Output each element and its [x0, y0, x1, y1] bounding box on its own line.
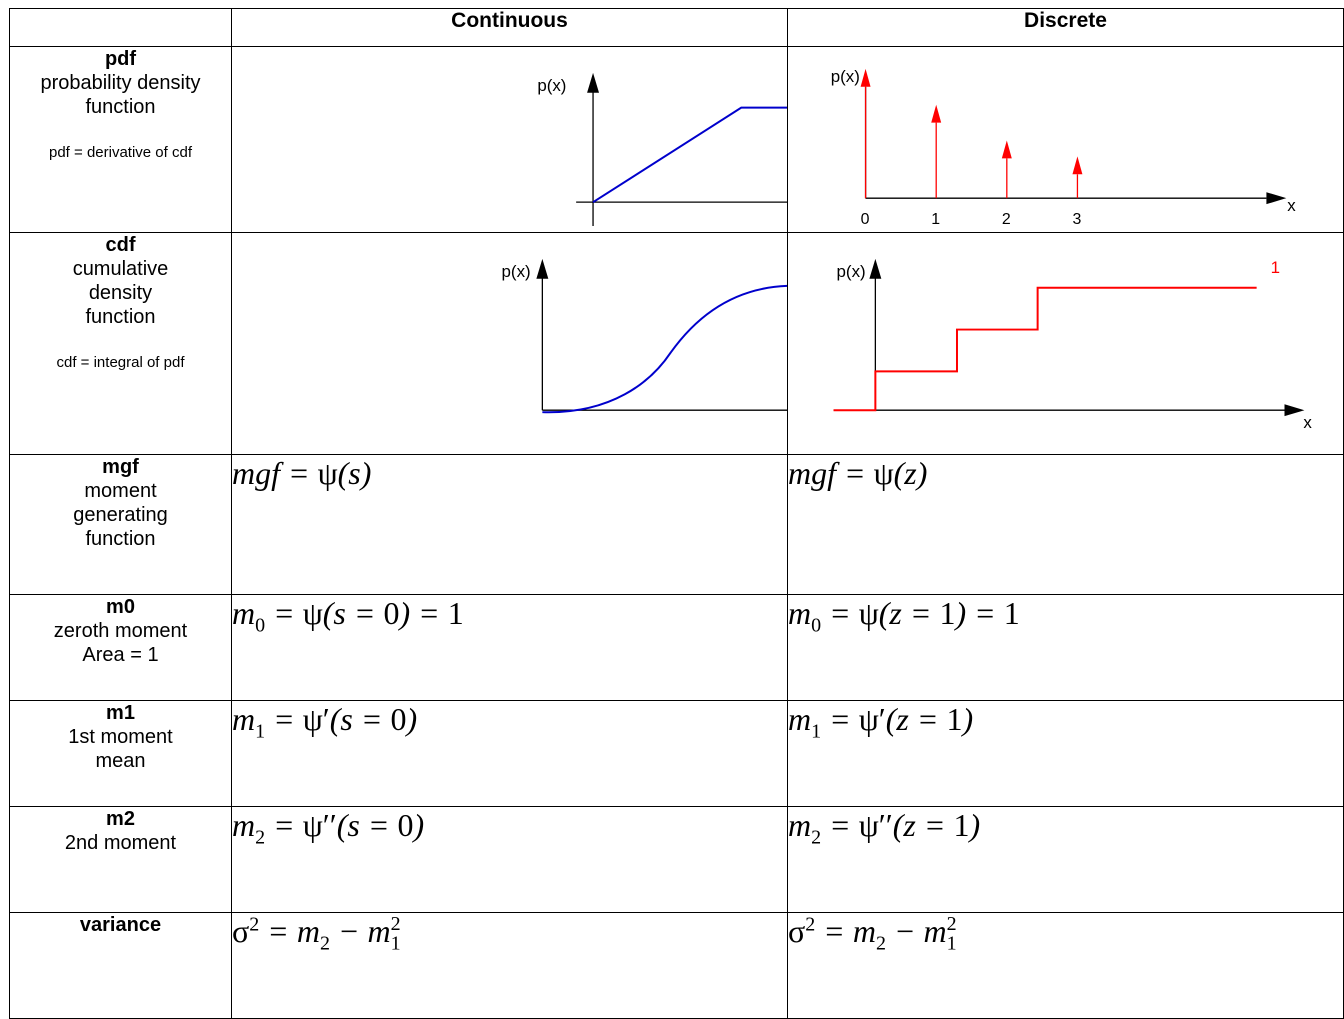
y-axis-label: p(x) [537, 76, 566, 95]
m0-discrete-formula: m0 = ψ(z = 1) = 1 [788, 595, 1020, 637]
mgf-description: moment generating function [73, 480, 168, 550]
m0-continuous-formula: m0 = ψ(s = 0) = 1 [232, 595, 464, 637]
pdf-description: probability density function [40, 72, 201, 118]
x-axis-label: x [1287, 196, 1296, 215]
pdf-continuous-cell: p(x) x [231, 46, 788, 233]
impulse-1-arrow [931, 104, 942, 123]
m0-description: zeroth moment [53, 620, 188, 642]
cdf-label-cell: cdf cumulative density function cdf = in… [9, 232, 232, 455]
cdf-discrete-plot: p(x) x 1 [833, 258, 1312, 432]
impulse-0-arrow [860, 68, 871, 87]
m0-row: m0 zeroth moment Area = 1 m0 = ψ(s = 0) … [9, 594, 1344, 701]
mgf-continuous-formula: mgf = ψ(s) [232, 455, 372, 491]
x-axis-arrow [1284, 404, 1305, 417]
cdf-note: cdf = integral of pdf [56, 354, 185, 371]
cdf-continuous-cell: p(x) x 1 [231, 232, 788, 455]
m1-discrete-cell: m1 = ψ′(z = 1) [787, 700, 1344, 807]
mgf-continuous-cell: mgf = ψ(s) [231, 454, 788, 595]
m1-row: m1 1st moment mean m1 = ψ′(s = 0) m1 = ψ… [9, 700, 1344, 807]
m1-discrete-formula: m1 = ψ′(z = 1) [788, 701, 974, 743]
x-axis-label: x [1303, 413, 1312, 432]
impulses [860, 68, 1083, 199]
header-discrete: Discrete [787, 8, 1344, 47]
tick-label-2: 2 [1002, 211, 1011, 228]
m0-discrete-cell: m0 = ψ(z = 1) = 1 [787, 594, 1344, 701]
m2-description: 2nd moment [64, 832, 177, 854]
m1-name: m1 [106, 702, 135, 724]
mgf-name: mgf [102, 456, 139, 478]
pdf-curve [592, 106, 787, 203]
pdf-discrete-plot: p(x) x 0 1 2 3 [831, 67, 1297, 228]
variance-continuous-cell: σ2 = m2 − m12 [231, 912, 788, 1019]
m0-continuous-cell: m0 = ψ(s = 0) = 1 [231, 594, 788, 701]
tick-label-3: 3 [1072, 211, 1081, 228]
x-axis-arrow [1266, 192, 1287, 205]
variance-name: variance [79, 914, 162, 936]
pdf-discrete-cell: p(x) x 0 1 2 3 [787, 46, 1344, 233]
y-axis-label: p(x) [837, 262, 866, 281]
y-axis-arrow [587, 72, 600, 93]
m2-label-cell: m2 2nd moment [9, 806, 232, 913]
cdf-row: cdf cumulative density function cdf = in… [9, 232, 1344, 455]
pdf-label-cell: pdf probability density function pdf = d… [9, 46, 232, 233]
header-row: Continuous Discrete [9, 8, 1344, 47]
m1-continuous-formula: m1 = ψ′(s = 0) [232, 701, 418, 743]
pdf-note: pdf = derivative of cdf [49, 144, 192, 161]
cdf-description: cumulative density function [72, 258, 169, 328]
m2-name: m2 [106, 808, 135, 830]
variance-label-cell: variance [9, 912, 232, 1019]
m0-label-cell: m0 zeroth moment Area = 1 [9, 594, 232, 701]
m2-continuous-formula: m2 = ψ′′(s = 0) [232, 807, 425, 849]
y-axis-label: p(x) [831, 67, 860, 86]
cdf-name: cdf [105, 234, 136, 256]
mgf-label-cell: mgf moment generating function [9, 454, 232, 595]
m2-discrete-formula: m2 = ψ′′(z = 1) [788, 807, 981, 849]
mgf-discrete-cell: mgf = ψ(z) [787, 454, 1344, 595]
y-axis-arrow [869, 258, 882, 279]
m1-description: 1st moment [68, 726, 173, 748]
m2-row: m2 2nd moment m2 = ψ′′(s = 0) m2 = ψ′′(z… [9, 806, 1344, 913]
m1-label-cell: m1 1st moment mean [9, 700, 232, 807]
cdf-curve [542, 284, 787, 414]
cdf-continuous-plot: p(x) x 1 [502, 258, 787, 414]
variance-row: variance σ2 = m2 − m12 σ2 = m2 − m12 [9, 912, 1344, 1019]
cdf-discrete-cell: p(x) x 1 [787, 232, 1344, 455]
header-continuous: Continuous [231, 8, 788, 47]
m1-continuous-cell: m1 = ψ′(s = 0) [231, 700, 788, 807]
m0-description-2: Area = 1 [82, 644, 159, 666]
variance-discrete-formula: σ2 = m2 − m12 [788, 913, 957, 955]
m1-description-2: mean [95, 750, 146, 772]
tick-label-1: 1 [931, 211, 940, 228]
m2-continuous-cell: m2 = ψ′′(s = 0) [231, 806, 788, 913]
m2-discrete-cell: m2 = ψ′′(z = 1) [787, 806, 1344, 913]
impulse-3-arrow [1072, 156, 1083, 175]
pdf-name: pdf [104, 48, 137, 70]
pdf-row: pdf probability density function pdf = d… [9, 46, 1344, 233]
y-axis-label: p(x) [502, 262, 531, 281]
corner-cell [9, 8, 232, 47]
distribution-comparison-table: Continuous Discrete pdf probability dens… [9, 8, 1344, 1019]
tick-label-0: 0 [861, 211, 870, 228]
y-axis-arrow [536, 258, 549, 279]
variance-discrete-cell: σ2 = m2 − m12 [787, 912, 1344, 1019]
level-label: 1 [1271, 258, 1280, 277]
cdf-staircase [833, 286, 1257, 412]
m0-name: m0 [106, 596, 135, 618]
pdf-continuous-plot: p(x) x [537, 72, 787, 227]
mgf-row: mgf moment generating function mgf = ψ(s… [9, 454, 1344, 595]
variance-continuous-formula: σ2 = m2 − m12 [232, 913, 401, 955]
impulse-2-arrow [1001, 140, 1012, 159]
mgf-discrete-formula: mgf = ψ(z) [788, 455, 928, 491]
